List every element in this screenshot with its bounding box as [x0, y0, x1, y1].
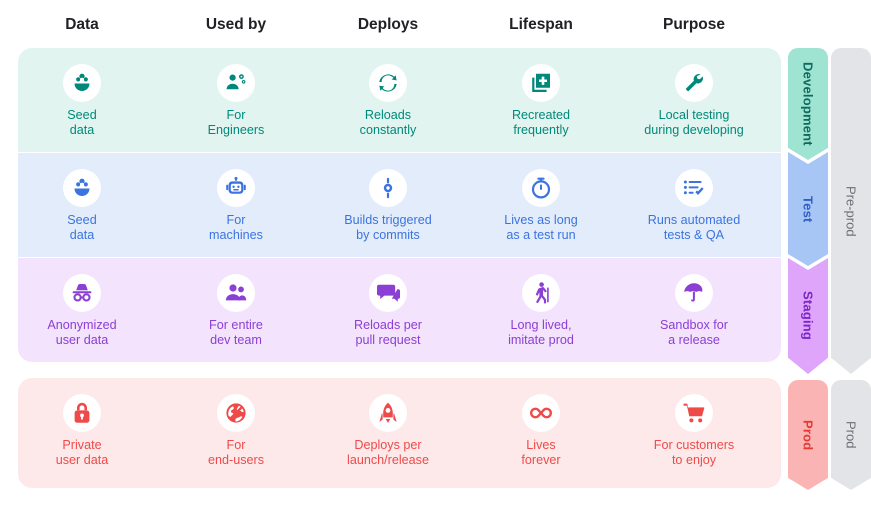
cell-prod-3: Lives forever: [466, 394, 616, 468]
row-band-staging: [18, 258, 781, 362]
engineer-icon: [217, 64, 255, 102]
cell-test-2: Builds triggered by commits: [313, 169, 463, 243]
cell-label: Local testing during developing: [644, 108, 744, 137]
sync-icon: [369, 64, 407, 102]
cell-label: Reloads per pull request: [354, 318, 422, 347]
group-column-pre-prod[interactable]: Pre-prod: [831, 48, 871, 374]
cell-label: Lives forever: [521, 438, 561, 467]
cell-label: Sandbox for a release: [660, 318, 728, 347]
incognito-icon: [63, 274, 101, 312]
cell-test-0: Seed data: [7, 169, 157, 243]
cell-prod-2: Deploys per launch/release: [313, 394, 463, 468]
infinity-icon: [522, 394, 560, 432]
rocket-icon: [369, 394, 407, 432]
cell-development-3: Recreated frequently: [466, 64, 616, 138]
cell-staging-0: Anonymized user data: [7, 274, 157, 348]
column-header: Used by: [205, 16, 267, 33]
cell-label: For machines: [209, 213, 263, 242]
cell-test-4: Runs automated tests & QA: [619, 169, 769, 243]
stage-arrow-label: Staging: [800, 291, 816, 341]
cell-test-3: Lives as long as a test run: [466, 169, 616, 243]
cell-staging-2: Reloads per pull request: [313, 274, 463, 348]
cell-label: For entire dev team: [209, 318, 263, 347]
stopwatch-icon: [522, 169, 560, 207]
cell-development-1: For Engineers: [161, 64, 311, 138]
group-label: Prod: [843, 421, 859, 449]
cell-prod-0: Private user data: [7, 394, 157, 468]
cell-test-1: For machines: [161, 169, 311, 243]
cell-label: For end-users: [207, 438, 264, 467]
stage-arrow-label: Test: [800, 195, 816, 223]
cart-icon: [675, 394, 713, 432]
cell-staging-3: Long lived, imitate prod: [466, 274, 616, 348]
stage-arrow-label: Prod: [800, 419, 816, 451]
lock-icon: [63, 394, 101, 432]
cell-prod-4: For customers to enjoy: [619, 394, 769, 468]
cell-label: Recreated frequently: [511, 108, 571, 137]
cell-label: For Engineers: [207, 108, 265, 137]
stage-arrow-prod[interactable]: Prod: [788, 380, 828, 490]
seedling-icon: [63, 64, 101, 102]
cell-label: Long lived, imitate prod: [508, 318, 574, 347]
umbrella-icon: [675, 274, 713, 312]
cell-label: Deploys per launch/release: [347, 438, 429, 467]
globe-icon: [217, 394, 255, 432]
robot-icon: [217, 169, 255, 207]
cell-label: Runs automated tests & QA: [647, 213, 741, 242]
cell-development-2: Reloads constantly: [313, 64, 463, 138]
cell-label: Builds triggered by commits: [344, 213, 432, 242]
row-band-development: [18, 48, 781, 152]
cell-label: Lives as long as a test run: [504, 213, 578, 242]
column-headers: Data Used by Deploys Lifespan Purpose: [0, 0, 781, 46]
stage-arrow-label: Development: [800, 62, 816, 146]
cell-label: For customers to enjoy: [653, 438, 735, 467]
group-column-prod[interactable]: Prod: [831, 380, 871, 490]
cell-development-0: Seed data: [7, 64, 157, 138]
cell-prod-1: For end-users: [161, 394, 311, 468]
cell-label: Private user data: [55, 438, 109, 467]
column-header: Purpose: [662, 16, 726, 33]
commit-icon: [369, 169, 407, 207]
checklist-icon: [675, 169, 713, 207]
column-header: Lifespan: [509, 16, 573, 33]
cell-label: Anonymized user data: [47, 318, 117, 347]
group-label: Pre-prod: [843, 185, 859, 237]
row-band-test: [18, 153, 781, 257]
cell-label: Seed data: [67, 213, 97, 242]
column-header: Data: [65, 16, 99, 33]
stage-arrow-test[interactable]: Test: [788, 152, 828, 266]
column-header: Deploys: [357, 16, 419, 33]
cell-label: Seed data: [67, 108, 97, 137]
seedling-icon: [63, 169, 101, 207]
cell-staging-4: Sandbox for a release: [619, 274, 769, 348]
elder-walk-icon: [522, 274, 560, 312]
cell-development-4: Local testing during developing: [619, 64, 769, 138]
cell-label: Reloads constantly: [359, 108, 417, 137]
stage-arrow-staging[interactable]: Staging: [788, 258, 828, 374]
chat-icon: [369, 274, 407, 312]
duplicate-add-icon: [522, 64, 560, 102]
wrench-icon: [675, 64, 713, 102]
cell-staging-1: For entire dev team: [161, 274, 311, 348]
people-icon: [217, 274, 255, 312]
stage-arrow-development[interactable]: Development: [788, 48, 828, 160]
row-band-prod: [18, 378, 781, 488]
